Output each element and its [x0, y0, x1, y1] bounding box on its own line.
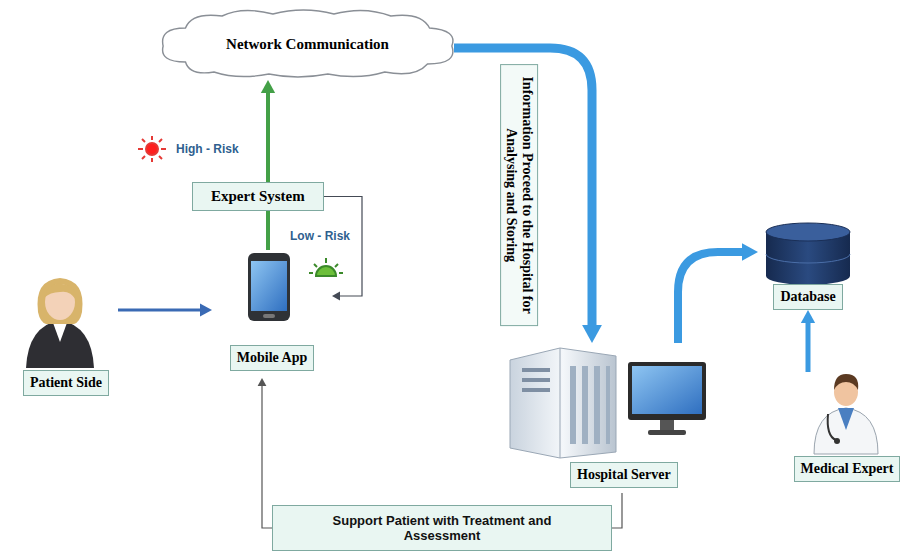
connector	[118, 309, 201, 312]
actor-node: Patient Side	[14, 272, 118, 396]
process-box: Expert System	[192, 182, 324, 211]
connector	[262, 385, 272, 528]
cloud-label: Network Communication	[155, 8, 460, 80]
device-node: Mobile App	[212, 250, 332, 378]
risk-label: High - Risk	[176, 142, 239, 156]
high-risk-sun	[138, 136, 166, 162]
phone-icon	[248, 253, 290, 321]
connector	[612, 493, 622, 528]
arrowhead	[258, 378, 267, 386]
connector	[678, 252, 743, 343]
edge-label: Information Proceed to the Hospital for …	[500, 64, 538, 326]
arrowhead	[742, 243, 758, 261]
cloud-node: Network Communication	[155, 8, 460, 80]
connector	[806, 322, 811, 372]
node-label: Patient Side	[23, 370, 109, 396]
process-box: Support Patient with Treatment and Asses…	[272, 505, 612, 551]
risk-label: Low - Risk	[290, 229, 350, 243]
node-label: Mobile App	[230, 345, 314, 371]
connector	[324, 197, 362, 297]
box-label: Expert System	[192, 182, 324, 211]
low-risk-sun	[309, 258, 343, 276]
arrowhead	[801, 310, 815, 323]
server-illustration	[510, 348, 706, 458]
doctor-figure	[814, 374, 878, 454]
node-label: Database	[773, 284, 842, 310]
connector	[454, 48, 592, 326]
actor-node: Medical Expert	[786, 372, 908, 486]
arrowhead	[261, 80, 275, 93]
connector	[266, 211, 270, 250]
arrowhead	[200, 303, 212, 316]
node-label: Hospital Server	[570, 462, 678, 488]
database-cylinder	[766, 223, 850, 285]
database-node: Database	[758, 222, 858, 310]
node-label: Medical Expert	[794, 456, 901, 482]
box-label: Support Patient with Treatment and Asses…	[272, 505, 612, 551]
connector	[266, 92, 270, 182]
patient-figure	[26, 278, 94, 368]
arrowhead	[582, 325, 602, 343]
arrowhead	[332, 292, 340, 301]
server-node: Hospital Server	[500, 343, 715, 493]
